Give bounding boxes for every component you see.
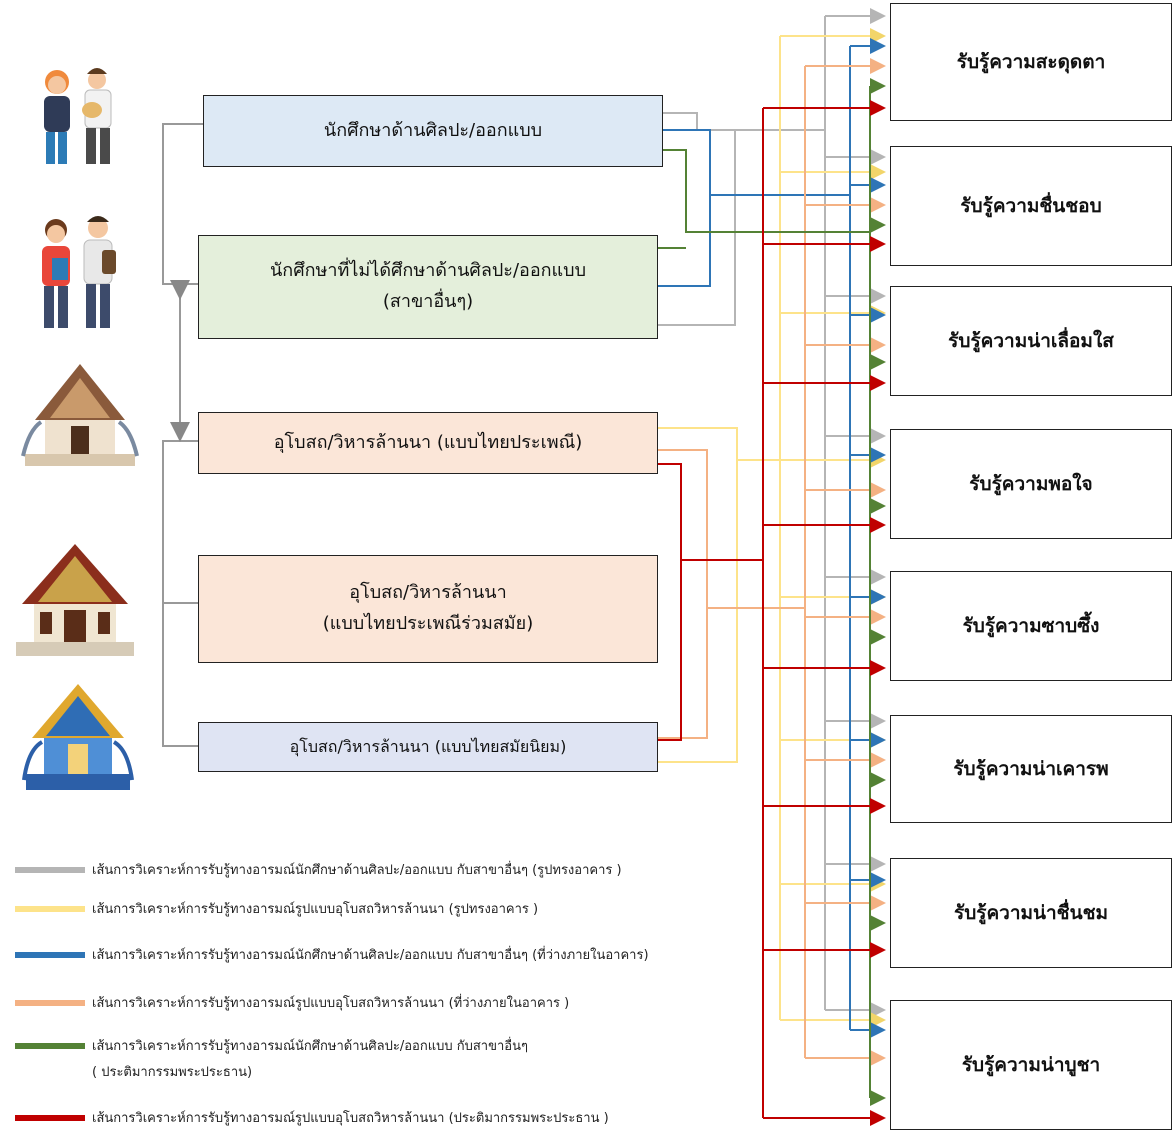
outcome-label: รับรู้ความพอใจ bbox=[969, 473, 1093, 495]
arts-students-label: นักศึกษาด้านศิลปะ/ออกแบบ bbox=[323, 119, 543, 141]
legend-text: เส้นการวิเคราะห์การรับรู้ทางอารมณ์นักศึก… bbox=[92, 1039, 528, 1054]
modern-temple-label: อุโบสถ/วิหารล้านนา (แบบไทยสมัยนิยม) bbox=[289, 737, 567, 757]
legend-swatch bbox=[15, 1115, 85, 1121]
outcome-box-worship: รับรู้ความน่าบูชา bbox=[890, 1000, 1172, 1130]
outcome-box-appreciation: รับรู้ความซาบซึ้ง bbox=[890, 571, 1172, 681]
outcome-label: รับรู้ความชื่นชอบ bbox=[960, 195, 1102, 217]
traditional-temple-box: อุโบสถ/วิหารล้านนา (แบบไทยประเพณี) bbox=[198, 412, 658, 474]
other-students-icon bbox=[42, 216, 116, 328]
arts-students-box: นักศึกษาด้านศิลปะ/ออกแบบ bbox=[203, 95, 663, 167]
legend-text: เส้นการวิเคราะห์การรับรู้ทางอารมณ์รูปแบบ… bbox=[92, 1111, 609, 1126]
outcome-box-admiration: รับรู้ความน่าชื่นชม bbox=[890, 858, 1172, 968]
outcome-box-respect: รับรู้ความน่าเคารพ bbox=[890, 715, 1172, 823]
other-students-label-1: นักศึกษาที่ไม่ได้ศึกษาด้านศิลปะ/ออกแบบ bbox=[269, 260, 586, 282]
outcome-label: รับรู้ความซาบซึ้ง bbox=[962, 615, 1100, 637]
traditional-temple-label: อุโบสถ/วิหารล้านนา (แบบไทยประเพณี) bbox=[273, 431, 583, 453]
outcome-label: รับรู้ความสะดุดตา bbox=[956, 51, 1106, 73]
other-students-box: นักศึกษาที่ไม่ได้ศึกษาด้านศิลปะ/ออกแบบ (… bbox=[198, 235, 658, 339]
outcome-label: รับรู้ความน่าบูชา bbox=[961, 1054, 1101, 1076]
legend-text: เส้นการวิเคราะห์การรับรู้ทางอารมณ์นักศึก… bbox=[92, 863, 622, 878]
legend-swatch bbox=[15, 906, 85, 912]
outcome-box-satisfaction: รับรู้ความพอใจ bbox=[890, 429, 1172, 539]
art-students-icon bbox=[44, 68, 112, 164]
outcome-box-liking: รับรู้ความชื่นชอบ bbox=[890, 146, 1172, 266]
legend-text: เส้นการวิเคราะห์การรับรู้ทางอารมณ์รูปแบบ… bbox=[92, 996, 570, 1011]
modern-temple-box: อุโบสถ/วิหารล้านนา (แบบไทยสมัยนิยม) bbox=[198, 722, 658, 772]
contemporary-temple-icon bbox=[16, 544, 134, 656]
outcome-box-faith: รับรู้ความน่าเลื่อมใส bbox=[890, 286, 1172, 396]
outcome-box-eye-catching: รับรู้ความสะดุดตา bbox=[890, 3, 1172, 121]
legend-swatch bbox=[15, 1000, 85, 1006]
legend-text: เส้นการวิเคราะห์การรับรู้ทางอารมณ์นักศึก… bbox=[92, 948, 649, 963]
contemporary-temple-label-1: อุโบสถ/วิหารล้านนา bbox=[349, 582, 507, 604]
legend-text: เส้นการวิเคราะห์การรับรู้ทางอารมณ์รูปแบบ… bbox=[92, 902, 539, 917]
legend-swatch bbox=[15, 867, 85, 873]
outcome-label: รับรู้ความน่าเลื่อมใส bbox=[948, 330, 1114, 352]
contemporary-temple-label-2: (แบบไทยประเพณีร่วมสมัย) bbox=[322, 613, 534, 634]
outcome-label: รับรู้ความน่าชื่นชม bbox=[953, 902, 1108, 924]
modern-temple-icon bbox=[22, 684, 134, 790]
contemporary-temple-box: อุโบสถ/วิหารล้านนา (แบบไทยประเพณีร่วมสมั… bbox=[198, 555, 658, 663]
other-students-label-2: (สาขาอื่นๆ) bbox=[382, 291, 474, 312]
legend-swatch bbox=[15, 1043, 85, 1049]
legend-swatch bbox=[15, 952, 85, 958]
traditional-temple-icon bbox=[21, 364, 139, 466]
outcome-label: รับรู้ความน่าเคารพ bbox=[953, 758, 1109, 780]
legend-text-secondary: ( ประติมากรรมพระประธาน) bbox=[92, 1065, 253, 1080]
